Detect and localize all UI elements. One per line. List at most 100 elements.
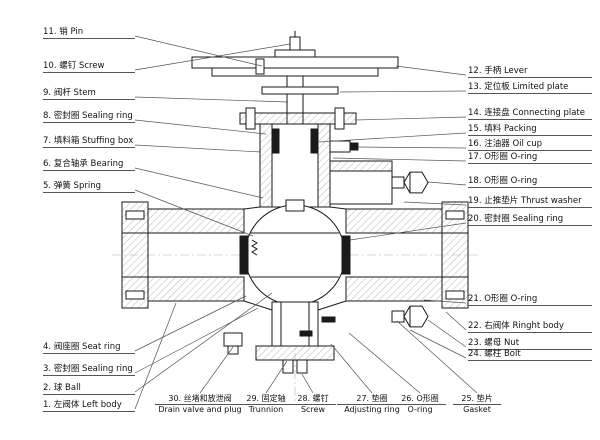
part-name-en: O-ring	[510, 176, 538, 186]
part-number: 17.	[468, 152, 482, 162]
trunnion-seals	[299, 316, 336, 337]
part-number: 25.	[461, 394, 475, 403]
part-name-zh: 螺钉	[59, 61, 77, 71]
part-number: 19.	[468, 196, 482, 206]
part-name-zh: 密封圈	[484, 214, 510, 224]
lever-handle	[191, 49, 399, 77]
part-name-en: Bolt	[503, 349, 521, 359]
stuffing-box	[259, 123, 331, 208]
part-name-en: Left body	[82, 400, 122, 410]
part-name-en: O-ring	[407, 405, 433, 414]
part-number: 3.	[43, 364, 52, 374]
part-name-zh: O形圈	[484, 294, 508, 304]
part-label-28: 28. 螺钉 Screw	[290, 394, 336, 415]
part-label-line2: O-ring	[394, 405, 446, 415]
part-label-17: 17. O形圈 O-ring	[468, 152, 592, 164]
stud-bolt-top	[391, 171, 429, 194]
part-label-line2: Screw	[290, 405, 336, 415]
part-name-en: Drain valve and plug	[158, 405, 242, 414]
part-name-en: Nut	[503, 338, 520, 348]
part-number: 14.	[468, 108, 482, 118]
part-name-zh: 垫片	[476, 394, 493, 403]
part-name-en: Spring	[73, 181, 101, 191]
part-name-en: Seat ring	[82, 342, 121, 352]
part-number: 20.	[468, 214, 482, 224]
part-name-en: O-ring	[510, 294, 538, 304]
part-name-zh: 填料箱	[53, 136, 80, 146]
part-number: 10.	[43, 61, 57, 71]
part-number: 30.	[168, 394, 182, 403]
part-name-zh: 定位板	[484, 82, 510, 92]
part-label-8: 8. 密封圈 Sealing ring	[43, 111, 135, 123]
part-name-en: Packing	[503, 124, 537, 134]
part-label-5: 5. 弹簧 Spring	[43, 181, 135, 193]
part-name-zh: 螺母	[484, 338, 502, 348]
part-name-zh: 止推垫片	[484, 196, 519, 206]
limited-plate	[261, 86, 339, 95]
drain-plug	[223, 332, 243, 355]
part-label-line1: 30. 丝堵和放泄阀	[155, 394, 245, 405]
part-name-zh: 阀杆	[53, 88, 71, 98]
part-label-22: 22. 右阀体 Ringht body	[468, 321, 592, 333]
part-number: 4.	[43, 342, 52, 352]
part-name-en: Screw	[300, 405, 326, 414]
part-label-20: 20. 密封圈 Sealing ring	[468, 214, 592, 226]
part-label-line2: Trunnion	[236, 405, 296, 415]
part-name-zh: 填料	[484, 124, 502, 134]
part-label-3: 3. 密封圈 Sealing ring	[43, 364, 135, 376]
part-label-16: 16. 注油器 Oil cup	[468, 139, 592, 151]
left-flange	[121, 201, 149, 309]
gland-flange	[329, 160, 393, 205]
left-body	[122, 208, 245, 302]
part-name-zh: O形圈	[484, 176, 508, 186]
part-name-zh: 连接盘	[484, 108, 510, 118]
part-name-zh: 弹簧	[53, 181, 71, 191]
part-name-en: Oil cup	[512, 139, 543, 149]
part-name-zh: 垫圈	[371, 394, 388, 403]
part-name-zh: 手柄	[484, 66, 502, 76]
part-number: 21.	[468, 294, 482, 304]
oil-cup	[329, 140, 359, 153]
part-name-en: Stuffing box	[82, 136, 134, 146]
part-name-zh: O形圈	[484, 152, 508, 162]
part-number: 28.	[297, 394, 311, 403]
body-outline	[243, 206, 347, 311]
part-number: 8.	[43, 111, 52, 121]
part-number: 1.	[43, 400, 52, 410]
part-number: 22.	[468, 321, 482, 331]
part-name-en: Sealing ring	[82, 364, 133, 374]
part-number: 12.	[468, 66, 482, 76]
part-number: 2.	[43, 383, 52, 393]
part-number: 5.	[43, 181, 52, 191]
part-name-en: Bearing	[90, 159, 124, 169]
part-name-en: Pin	[70, 27, 84, 37]
part-label-14: 14. 连接盘 Connecting plate	[468, 108, 592, 120]
part-name-zh: 螺钉	[312, 394, 329, 403]
part-name-zh: 丝堵和放泄阀	[183, 394, 232, 403]
part-name-zh: 销	[59, 27, 68, 37]
part-name-zh: 密封圈	[53, 364, 80, 374]
part-name-zh: 右阀体	[484, 321, 510, 331]
part-number: 23.	[468, 338, 482, 348]
part-number: 18.	[468, 176, 482, 186]
part-name-en: Limited plate	[512, 82, 569, 92]
part-label-24: 24. 螺柱 Bolt	[468, 349, 592, 361]
part-label-10: 10. 螺钉 Screw	[43, 61, 135, 73]
part-number: 6.	[43, 159, 52, 169]
part-name-zh: 阀座圈	[53, 342, 80, 352]
part-name-zh: 复合轴承	[53, 159, 88, 169]
part-label-1: 1. 左阀体 Left body	[43, 400, 135, 412]
part-label-6: 6. 复合轴承 Bearing	[43, 159, 135, 171]
part-number: 24.	[468, 349, 482, 359]
leader-lines	[134, 35, 478, 410]
trunnion	[255, 301, 335, 374]
top-screw	[289, 31, 301, 51]
part-label-18: 18. O形圈 O-ring	[468, 176, 592, 188]
part-name-en: Thrust washer	[520, 196, 582, 206]
stud-bolt-bottom	[391, 305, 429, 328]
part-name-zh: 球	[53, 383, 63, 393]
